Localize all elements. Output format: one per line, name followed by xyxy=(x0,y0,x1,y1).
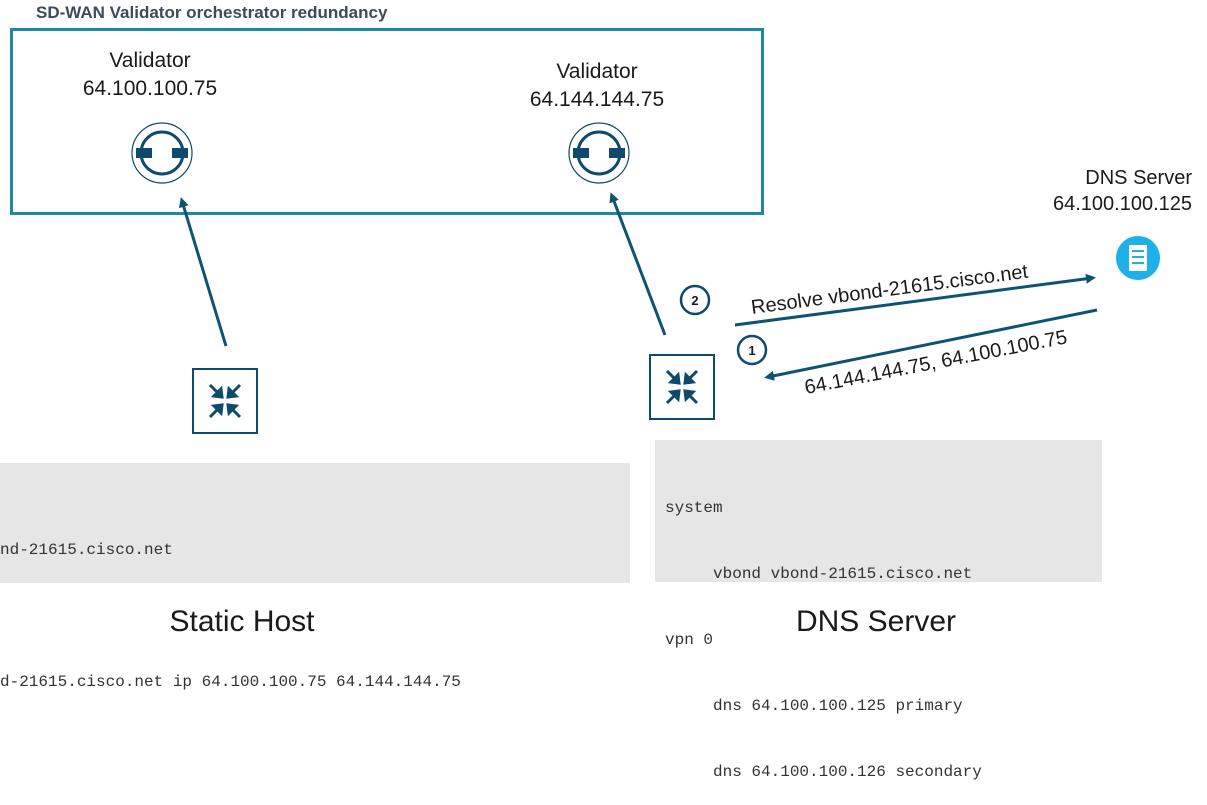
validator-2-name: Validator xyxy=(556,60,638,83)
step-1-text: 1 xyxy=(748,343,755,358)
validator-2-label: Validator 64.144.144.75 xyxy=(497,58,697,114)
static-config-line-3: d-21615.cisco.net ip 64.100.100.75 64.14… xyxy=(0,673,461,691)
validator-1-ip: 64.100.100.75 xyxy=(82,77,218,100)
dns-server-ip: 64.100.100.125 xyxy=(1052,193,1192,215)
validator-group-frame xyxy=(10,28,764,215)
dns-server-icon xyxy=(1116,236,1160,280)
dns-server-caption: DNS Server xyxy=(795,605,957,638)
resolve-response-arrow xyxy=(764,308,1098,381)
dns-config-line-2: vbond vbond-21615.cisco.net xyxy=(665,565,973,583)
static-config-line-1: nd-21615.cisco.net xyxy=(0,541,173,559)
validator-1-label: Validator 64.100.100.75 xyxy=(50,47,250,103)
static-host-caption: Static Host xyxy=(169,605,315,638)
step-2-badge: 2 xyxy=(679,284,711,316)
diagram-graphics: 2 1 Resolve vbond-21615.cisco.net 64.144… xyxy=(131,122,1160,434)
diagram-title: SD-WAN Validator orchestrator redundancy xyxy=(36,3,388,22)
dns-config-line-5: dns 64.100.100.126 secondary xyxy=(665,763,982,781)
dns-config-line-4: dns 64.100.100.125 primary xyxy=(665,697,963,715)
step-1-badge: 1 xyxy=(736,334,768,366)
dns-host-to-validator-2-arrow xyxy=(609,192,667,336)
dns-host-router-icon xyxy=(649,354,715,420)
resolve-request-arrow xyxy=(734,273,1096,327)
dns-config-line-1: system xyxy=(665,499,723,517)
validator-2-icon xyxy=(568,122,630,184)
step-2-text: 2 xyxy=(691,293,698,308)
static-host-router-icon xyxy=(192,368,258,434)
static-host-to-validator-1-arrow xyxy=(178,197,228,347)
dns-config: system vbond vbond-21615.cisco.net vpn 0… xyxy=(655,440,1102,781)
resolve-label: Resolve vbond-21615.cisco.net xyxy=(750,261,1030,319)
dns-server-label: DNS Server 64.100.100.125 xyxy=(972,165,1192,217)
validator-1-icon xyxy=(131,122,193,184)
validator-2-ip: 64.144.144.75 xyxy=(529,88,665,111)
dns-server-name: DNS Server xyxy=(1085,167,1192,189)
static-host-config: nd-21615.cisco.net d-21615.cisco.net ip … xyxy=(0,463,630,691)
validator-1-name: Validator xyxy=(109,49,191,72)
